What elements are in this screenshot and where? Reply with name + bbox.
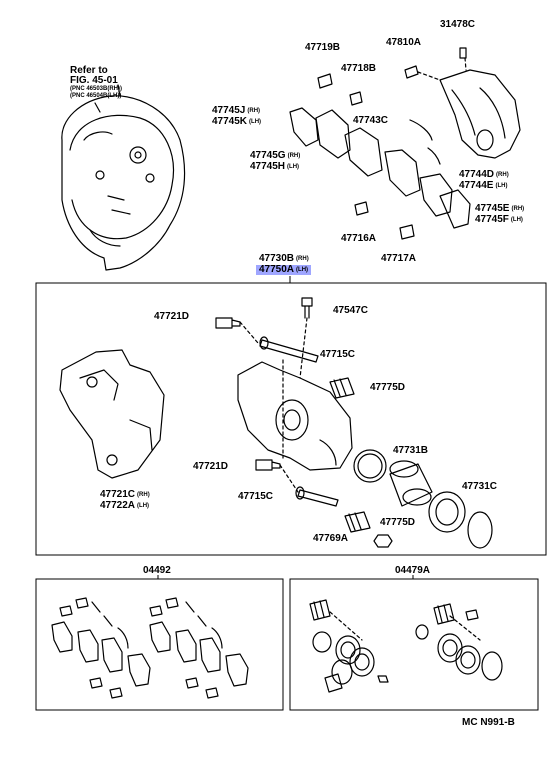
upper-caliper-drawing: [404, 47, 521, 159]
side-tag: (RH): [287, 153, 301, 159]
brake-pads-drawing: [289, 73, 471, 240]
part-number: 47745H: [250, 161, 286, 172]
part-label-31478c[interactable]: 31478C: [440, 19, 476, 30]
side-tag: (LH): [287, 164, 300, 170]
side-tag: (RH): [247, 108, 261, 114]
side-tag: (LH): [296, 267, 309, 273]
part-label-47721d-top[interactable]: 47721D: [154, 311, 190, 322]
kit-04492-box: [35, 578, 284, 711]
part-label-47745k[interactable]: 47745K(LH): [212, 117, 261, 127]
part-label-47715c-top[interactable]: 47715C: [320, 349, 356, 360]
side-tag: (RH): [496, 172, 509, 178]
caliper-assembly-drawing: [59, 297, 493, 549]
part-label-47745h[interactable]: 47745H(LH): [250, 162, 299, 172]
side-tag: (LH): [137, 503, 150, 509]
part-label-47745j[interactable]: 47745J(RH): [212, 106, 260, 116]
part-label-47731c[interactable]: 47731C: [462, 481, 498, 492]
part-number: 47721C: [100, 489, 136, 500]
side-tag: (RH): [511, 206, 525, 212]
side-tag: (LH): [495, 183, 508, 189]
part-label-47810a[interactable]: 47810A: [386, 37, 422, 48]
part-number: 47745K: [212, 116, 248, 127]
part-label-47744d[interactable]: 47744D(RH): [459, 170, 509, 180]
part-number: 47744D: [459, 169, 495, 180]
part-number: 47745G: [250, 150, 286, 161]
kit-label-04492[interactable]: 04492: [143, 565, 171, 576]
part-label-47715c-bot[interactable]: 47715C: [238, 491, 274, 502]
part-label-47718b[interactable]: 47718B: [341, 63, 377, 74]
part-label-47721c[interactable]: 47721C(RH): [100, 490, 150, 500]
kit-04479a-box: [289, 578, 539, 711]
part-label-47717a[interactable]: 47717A: [381, 253, 417, 264]
part-number: 47750A: [259, 264, 295, 275]
part-label-47730b[interactable]: 47730B(RH): [259, 254, 309, 264]
part-label-47722a[interactable]: 47722A(LH): [100, 501, 149, 511]
part-number: 47744E: [459, 180, 494, 191]
part-label-47743c[interactable]: 47743C: [353, 115, 389, 126]
refer-line1: Refer to: [70, 65, 108, 76]
part-number: 47745J: [212, 105, 246, 116]
kit-label-04479a[interactable]: 04479A: [395, 565, 431, 576]
side-tag: (LH): [249, 119, 262, 125]
part-number: 47730B: [259, 253, 295, 264]
assembly-box: [35, 282, 547, 556]
part-label-47769a[interactable]: 47769A: [313, 533, 349, 544]
kit-04479a-drawing: [309, 599, 503, 693]
side-tag: (RH): [137, 492, 150, 498]
part-label-47744e[interactable]: 47744E(LH): [459, 181, 507, 191]
part-label-47750a[interactable]: 47750A(LH): [256, 264, 312, 275]
part-number: 47745F: [475, 214, 509, 225]
diagram-code: MC N991-B: [462, 717, 515, 728]
part-label-47721d-bot[interactable]: 47721D: [193, 461, 229, 472]
part-label-47716a[interactable]: 47716A: [341, 233, 377, 244]
part-label-47719b[interactable]: 47719B: [305, 42, 341, 53]
refer-pnc1: (PNC 46503B(RH)): [70, 86, 123, 92]
side-tag: (RH): [296, 256, 309, 262]
part-label-47745f[interactable]: 47745F(LH): [475, 215, 523, 225]
part-number: 47722A: [100, 500, 136, 511]
part-number: 47745E: [475, 203, 510, 214]
part-label-47731b[interactable]: 47731B: [393, 445, 429, 456]
part-label-47547c[interactable]: 47547C: [333, 305, 369, 316]
refer-note: Refer to FIG. 45-01 (PNC 46503B(RH)) (PN…: [70, 66, 122, 100]
kit-04492-drawing: [51, 597, 249, 699]
part-label-47775d-bot[interactable]: 47775D: [380, 517, 416, 528]
part-label-47745g[interactable]: 47745G(RH): [250, 151, 300, 161]
backing-plate-drawing: [61, 84, 186, 271]
part-label-47775d-top[interactable]: 47775D: [370, 382, 406, 393]
refer-line2: FIG. 45-01: [70, 75, 118, 86]
side-tag: (LH): [510, 217, 523, 223]
refer-pnc2: (PNC 46504B(LH)): [70, 93, 122, 99]
part-label-47745e[interactable]: 47745E(RH): [475, 204, 524, 214]
